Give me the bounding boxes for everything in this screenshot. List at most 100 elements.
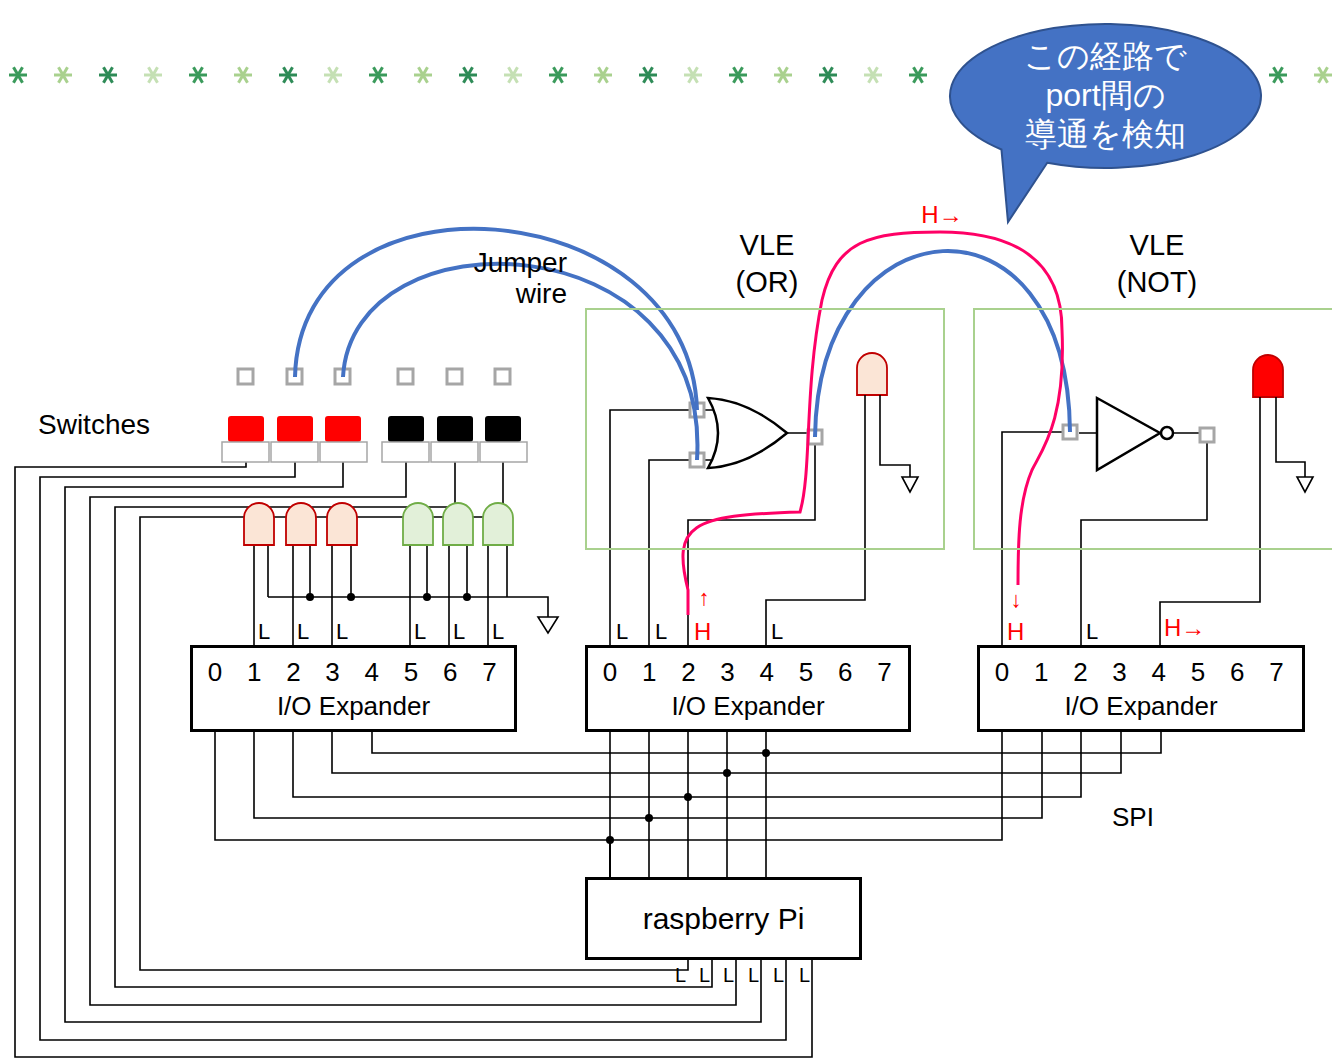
led [443,503,473,545]
signal-level: L [699,964,710,986]
part-label: Jumper wire [474,248,567,310]
decor-asterisks [1274,67,1283,83]
decor-asterisks [644,67,653,83]
push-switch [222,416,527,462]
signal-level: L [655,620,667,644]
bubble-outline [950,24,1261,222]
junction-dot [463,593,471,601]
decor-asterisks [824,67,833,83]
junction-dot [762,749,770,757]
junction-dot [347,593,355,601]
decor-asterisks [329,67,338,83]
push-switch [388,416,424,442]
pin-number: 3 [720,658,734,688]
spi-wire [1002,550,1003,645]
signal-level: L [773,964,784,986]
decor-asterisks [329,67,338,83]
part-label: Switches [38,410,150,441]
decor-asterisks [734,67,743,83]
decor-asterisks [14,67,23,83]
decor-asterisks [374,67,383,83]
junction-dot [645,814,653,822]
signal-level: L [336,620,348,644]
ground-symbol [902,477,918,492]
pin-number: 7 [482,658,496,688]
led [244,353,887,545]
decor-asterisks [374,67,383,83]
switch-wire [15,462,812,1057]
decor-asterisks [779,67,788,83]
decor-asterisks [419,67,428,83]
decor-asterisks [689,67,698,83]
pin-number: 2 [286,658,300,688]
led [403,503,433,545]
led [483,503,513,545]
decor-asterisks [869,67,878,83]
pin-number: 6 [838,658,852,688]
signal-level: L [748,964,759,986]
switch-terminal [238,369,510,384]
board-heading: VLE (NOT) [1117,227,1198,302]
decor-asterisks [509,67,518,83]
decor-asterisks [689,67,698,83]
decor-asterisks [284,67,293,83]
led-wire [254,545,488,645]
pin-number: 0 [208,658,222,688]
jumper-wire [815,251,1070,437]
chip-label: I/O Expander [671,692,824,722]
decor-asterisks [194,67,203,83]
push-switch [431,442,478,462]
led [857,353,887,395]
decor-asterisks [914,67,923,83]
push-switch [277,416,313,442]
vle-board: VLE (OR) [585,308,945,550]
ground-symbol [538,617,558,633]
junction-dot [606,749,770,844]
pin-number: 6 [443,658,457,688]
switch-terminal [238,369,253,384]
decor-asterisks [104,67,113,83]
decor-asterisks [1319,67,1328,83]
decor-asterisks [554,67,563,83]
pin-number: 1 [642,658,656,688]
pin-number: 2 [1073,658,1087,688]
led-wire [268,545,507,597]
pin-number: 4 [1152,658,1166,688]
signal-level: H→ [1164,615,1205,641]
pin-wire [1002,432,1063,550]
pin-wire [1081,443,1207,645]
io-expander-box: 01234567I/O Expander [585,645,911,732]
led-wire [254,545,548,645]
signal-level: L [723,964,734,986]
callout-text: この経路で port間の 導通を検知 [1003,37,1208,154]
decor-asterisks [104,67,113,83]
not-gate [1161,427,1173,439]
pin-number: 1 [247,658,261,688]
pin-number: 0 [603,658,617,688]
led [403,503,513,545]
spi-wire [215,732,610,877]
pin-number: 6 [1230,658,1244,688]
wire-line [215,732,610,877]
decor-asterisks [509,67,518,83]
chip-label: I/O Expander [1064,692,1217,722]
wire-line [609,550,611,645]
jumper-wire [295,229,697,410]
io-expander-box: 01234567I/O Expander [190,645,517,732]
pin-wire [1160,397,1260,645]
pin-number: 3 [1112,658,1126,688]
wire-line [610,732,1002,877]
vle-board: VLE (NOT) [973,308,1332,550]
spi-bus [254,732,1161,877]
pin-number: 4 [760,658,774,688]
push-switch [228,416,264,442]
push-switch [485,416,521,442]
push-switch [325,416,361,442]
decor-asterisks [644,67,653,83]
signal-level: L [771,620,783,644]
push-switch [320,442,367,462]
spi-bus [254,732,1161,818]
decor-asterisks [914,67,923,83]
decor-asterisks [779,67,788,83]
part-label: SPI [1112,803,1154,832]
